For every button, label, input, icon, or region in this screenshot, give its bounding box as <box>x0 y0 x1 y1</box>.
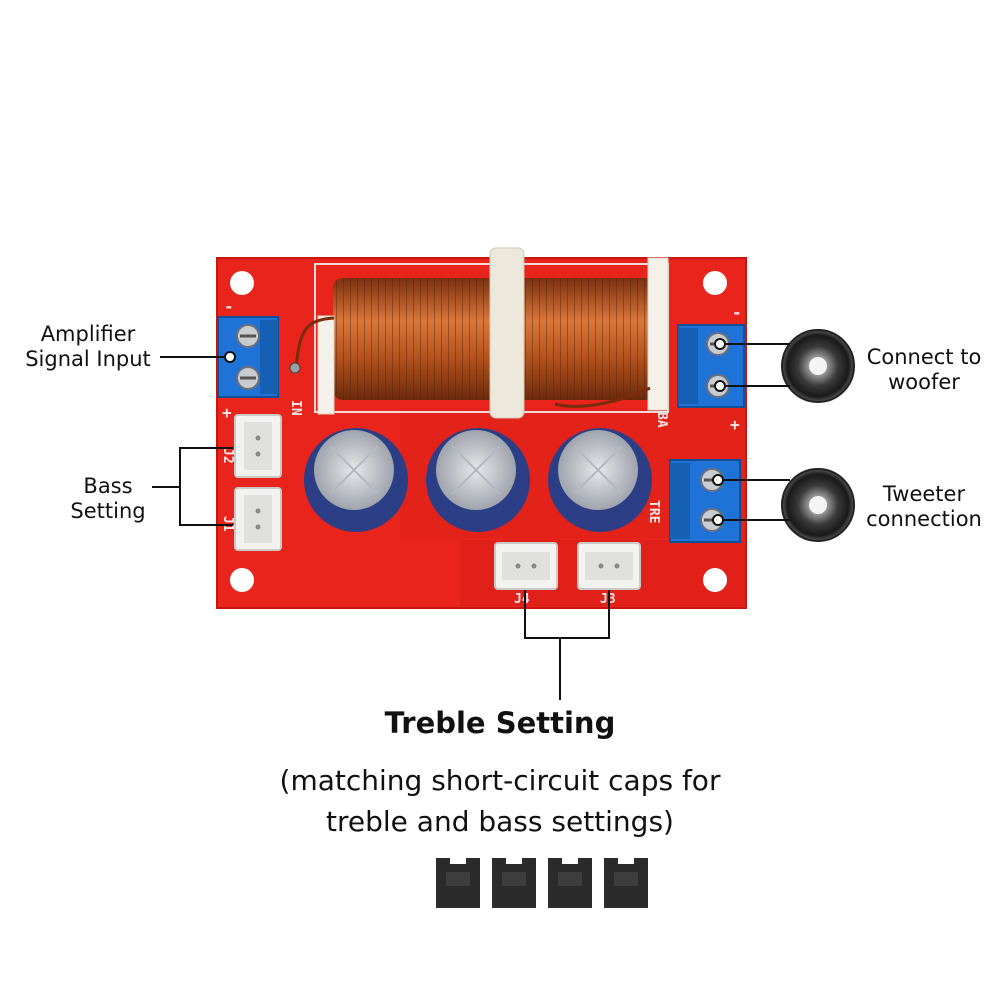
jumper-cap-icon <box>604 858 648 908</box>
label-plus: + <box>222 403 232 422</box>
label-j3: J3 <box>600 592 616 607</box>
treble-setting-subtitle: (matching short-circuit caps for treble … <box>0 760 1000 842</box>
jumper-cap-icon <box>436 858 480 908</box>
connector-j2 <box>234 414 282 478</box>
mount-hole <box>230 271 254 295</box>
tweeter-label-line2: connection <box>866 507 982 531</box>
connector-j1 <box>234 487 282 551</box>
woofer-label-line1: Connect to <box>866 345 982 369</box>
jumper-caps <box>436 858 648 908</box>
capacitor <box>426 428 530 532</box>
woofer-label: Connect to woofer <box>858 345 990 395</box>
jumper-cap-icon <box>548 858 592 908</box>
label-minus: - <box>732 303 742 322</box>
mount-hole <box>703 271 727 295</box>
capacitor <box>304 428 408 532</box>
inductor-coil <box>294 247 669 419</box>
amplifier-input-label-line2: Signal Input <box>25 347 151 371</box>
bass-setting-label-line1: Bass <box>83 474 133 498</box>
mount-hole <box>230 568 254 592</box>
tweeter-label: Tweeter connection <box>858 482 990 532</box>
label-in: IN <box>288 400 303 416</box>
bass-setting-label-line2: Setting <box>70 499 146 523</box>
jumper-cap-icon <box>492 858 536 908</box>
label-j1: J1 <box>220 516 235 532</box>
subtitle-line2: treble and bass settings) <box>326 805 674 838</box>
connector-j3 <box>577 542 641 590</box>
label-minus: - <box>224 297 234 316</box>
woofer-label-line2: woofer <box>888 370 960 394</box>
label-j2: J2 <box>220 448 235 464</box>
woofer-speaker-icon <box>781 329 855 403</box>
tweeter-label-line1: Tweeter <box>882 482 966 506</box>
tweeter-speaker-icon <box>781 468 855 542</box>
mount-hole <box>703 568 727 592</box>
amplifier-input-label-line1: Amplifier <box>40 322 136 346</box>
subtitle-line1: (matching short-circuit caps for <box>279 764 721 797</box>
bass-setting-label: Bass Setting <box>58 474 158 524</box>
callout-lines <box>152 338 790 700</box>
label-plus: + <box>730 415 740 434</box>
tweeter-terminal-block <box>669 459 741 543</box>
capacitor <box>548 428 652 532</box>
woofer-terminal-block <box>677 324 745 408</box>
treble-setting-title: Treble Setting <box>384 706 616 740</box>
amplifier-input-label: Amplifier Signal Input <box>18 322 158 372</box>
label-bass: BA <box>654 412 669 428</box>
label-treble: TRE <box>646 500 661 523</box>
connector-j4 <box>494 542 558 590</box>
label-j4: J4 <box>514 592 530 607</box>
